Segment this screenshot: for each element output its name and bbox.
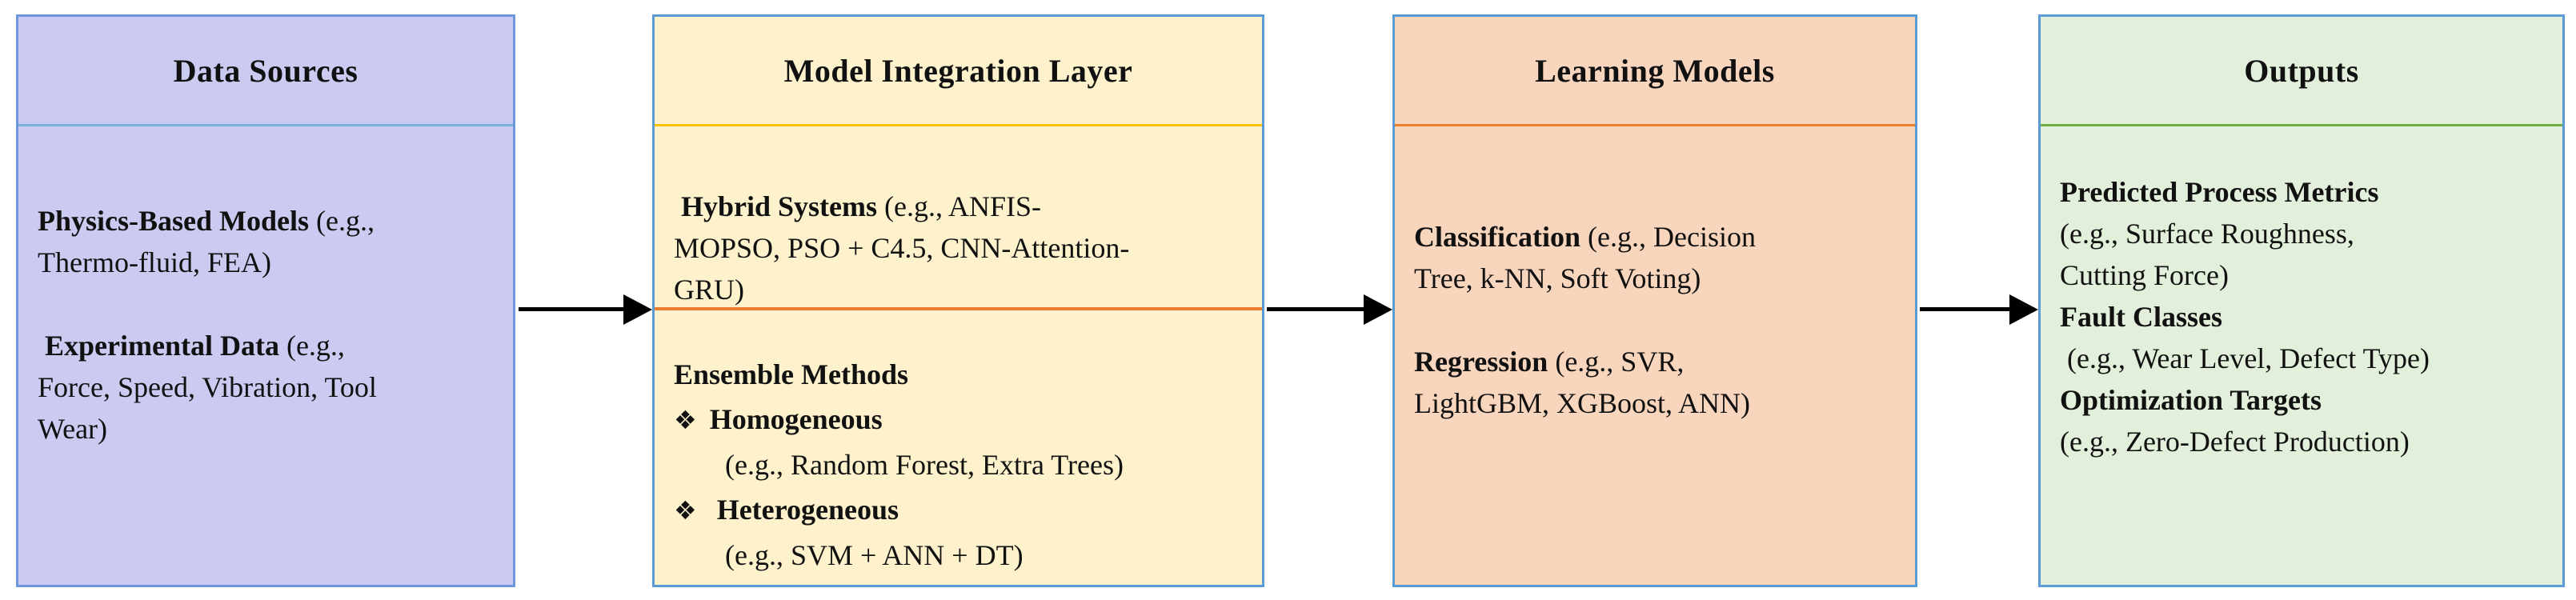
text-line: Tree, k-NN, Soft Voting) [1414, 258, 1896, 299]
diamond-bullet-icon: ❖ [674, 495, 697, 526]
label-regular: MOPSO, PSO + C4.5, CNN-Attention- [674, 232, 1130, 264]
title-divider [18, 124, 513, 126]
label-regular: Thermo-fluid, FEA) [38, 246, 271, 278]
text-line: LightGBM, XGBoost, ANN) [1414, 382, 1896, 424]
box-title-data-sources: Data Sources [173, 52, 359, 89]
box-title-learning-models: Learning Models [1535, 52, 1775, 89]
label-bold: Regression [1414, 346, 1548, 378]
text-line: Thermo-fluid, FEA) [38, 242, 494, 283]
label-bold: Heterogeneous [709, 494, 899, 526]
label-bold: Optimization Targets [2060, 384, 2322, 416]
label-regular: (e.g., Surface Roughness, [2060, 218, 2354, 250]
arrowhead-icon [2009, 294, 2038, 325]
text-line: Regression (e.g., SVR, [1414, 341, 1896, 382]
text-line: Force, Speed, Vibration, Tool [38, 366, 494, 408]
label-bold: Fault Classes [2060, 301, 2223, 333]
box-body: Hybrid Systems (e.g., ANFIS- MOPSO, PSO +… [655, 126, 1262, 585]
label-regular: (e.g., [309, 205, 375, 237]
label-regular: Cutting Force) [2060, 259, 2229, 291]
text-line: Ensemble Methods [674, 352, 1243, 397]
text-line: (e.g., Zero-Defect Production) [2060, 421, 2543, 462]
box-body: Physics-Based Models (e.g., Thermo-fluid,… [18, 126, 513, 585]
label-bold: Ensemble Methods [674, 358, 909, 390]
section-divider [655, 307, 1262, 310]
label-regular: (e.g., Decision [1580, 221, 1756, 253]
text-line: (e.g., Wear Level, Defect Type) [2060, 338, 2543, 379]
label-bold: Physics-Based Models [38, 205, 310, 237]
box-title-outputs: Outputs [2244, 52, 2359, 89]
text-line: Hybrid Systems (e.g., ANFIS- [674, 186, 1243, 227]
text-line: Fault Classes [2060, 296, 2543, 338]
box-section: Predicted Process Metrics (e.g., Surface … [2041, 126, 2562, 462]
box-model-integration-layer: Model Integration Layer Hybrid Systems (… [652, 14, 1264, 587]
text-line: Predicted Process Metrics [2060, 171, 2543, 213]
arrowhead-icon [623, 294, 652, 325]
diamond-bullet-icon: ❖ [674, 405, 697, 435]
title-divider [655, 124, 1262, 126]
label-bold: Hybrid Systems [674, 190, 878, 222]
text-line: ❖ Heterogeneous [674, 487, 1243, 533]
label-regular: (e.g., SVM + ANN + DT) [725, 539, 1024, 571]
text-line: ❖ Homogeneous [674, 397, 1243, 442]
text-line: Wear) [38, 408, 494, 450]
label-regular: (e.g., Wear Level, Defect Type) [2060, 342, 2430, 374]
box-title-model-integration-layer: Model Integration Layer [783, 52, 1133, 89]
box-learning-models: Learning Models Classification (e.g., De… [1392, 14, 1917, 587]
text-line: MOPSO, PSO + C4.5, CNN-Attention- [674, 227, 1243, 269]
text-line: Classification (e.g., Decision [1414, 216, 1896, 258]
label-regular: (e.g., Zero-Defect Production) [2060, 426, 2410, 458]
title-divider [2041, 124, 2562, 126]
label-regular: GRU) [674, 274, 744, 306]
text-line: (e.g., Surface Roughness, [2060, 213, 2543, 254]
label-regular: (e.g., Random Forest, Extra Trees) [725, 449, 1124, 481]
label-bold: Classification [1414, 221, 1581, 253]
text-line: (e.g., Random Forest, Extra Trees) [674, 442, 1243, 487]
box-body: Predicted Process Metrics (e.g., Surface … [2041, 126, 2562, 585]
arrow-line [519, 307, 623, 311]
label-regular: (e.g., ANFIS- [877, 190, 1042, 222]
box-data-sources: Data Sources Physics-Based Models (e.g.,… [16, 14, 515, 587]
box-section: Ensemble Methods ❖ Homogeneous (e.g., Rando… [655, 310, 1262, 578]
text-line: Experimental Data (e.g., [38, 325, 494, 366]
label-regular: Tree, k-NN, Soft Voting) [1414, 262, 1701, 294]
label-regular: (e.g., [278, 330, 345, 362]
text-line: Physics-Based Models (e.g., [38, 200, 494, 242]
label-regular: LightGBM, XGBoost, ANN) [1414, 387, 1751, 419]
label-bold: Homogeneous [709, 403, 883, 435]
arrow-line [1920, 307, 2009, 311]
arrowhead-icon [1364, 294, 1392, 325]
text-line: Optimization Targets [2060, 379, 2543, 421]
box-outputs: Outputs Predicted Process Metrics (e.g., … [2038, 14, 2565, 587]
arrow-line [1267, 307, 1364, 311]
label-bold: Predicted Process Metrics [2060, 176, 2379, 208]
box-section: Hybrid Systems (e.g., ANFIS- MOPSO, PSO +… [655, 126, 1262, 307]
label-bold: Experimental Data [38, 330, 279, 362]
text-line: GRU) [674, 269, 1243, 310]
label-regular: Wear) [38, 413, 108, 445]
box-section: Physics-Based Models (e.g., Thermo-fluid,… [18, 126, 513, 450]
label-regular: (e.g., SVR, [1548, 346, 1685, 378]
text-line: (e.g., SVM + ANN + DT) [674, 533, 1243, 578]
title-divider [1395, 124, 1915, 126]
label-regular: Force, Speed, Vibration, Tool [38, 371, 377, 403]
text-line: Cutting Force) [2060, 254, 2543, 296]
